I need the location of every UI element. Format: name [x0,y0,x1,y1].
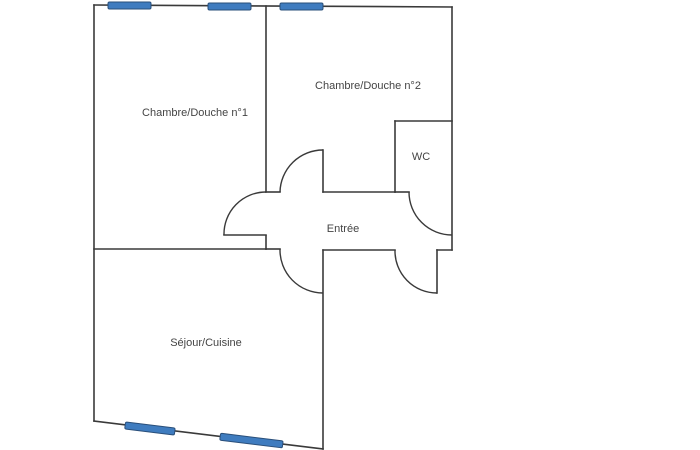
window-chambre2 [279,2,324,11]
window-chambre1-a [107,1,152,10]
window-sejour-a [124,421,176,436]
room-label-entree: Entrée [327,223,359,235]
room-label-wc: WC [412,151,430,163]
room-label-sejour: Séjour/Cuisine [170,337,242,349]
door-chambre1 [223,191,267,236]
wall-top [93,4,453,8]
room-label-chambre2: Chambre/Douche n°2 [315,80,421,92]
window-sejour-b [219,432,284,449]
doors [223,149,453,294]
door-sejour [279,248,324,294]
walls [93,4,453,450]
windows [107,1,324,449]
window-chambre1-b [207,2,252,11]
door-entrance [394,249,438,294]
door-wc [408,191,453,236]
room-label-chambre1: Chambre/Douche n°1 [142,107,248,119]
door-chambre2 [279,149,324,193]
